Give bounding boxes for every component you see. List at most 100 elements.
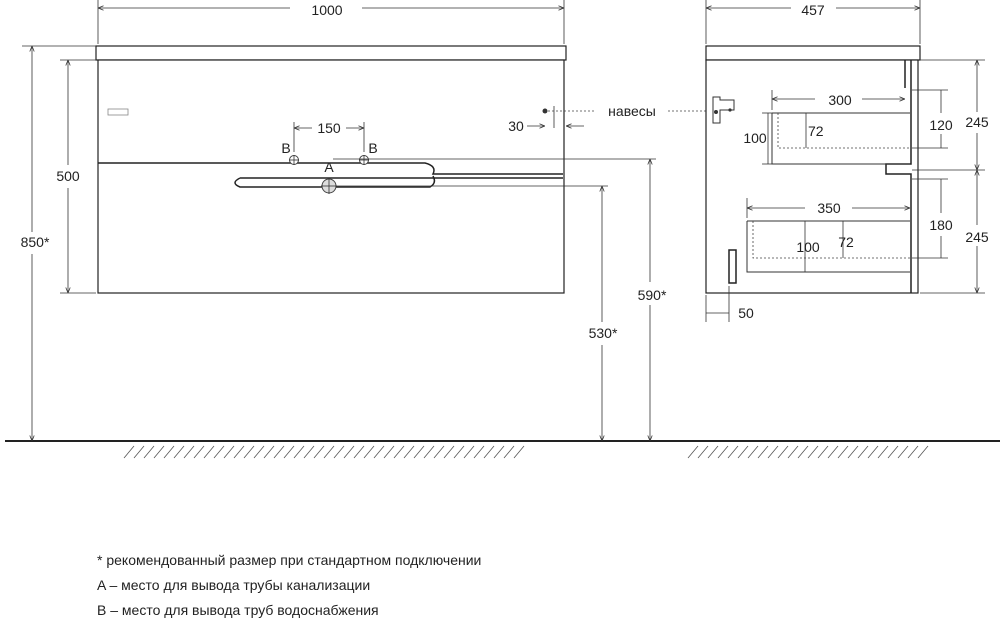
floor-hatch-line bbox=[423, 445, 435, 459]
floor-hatch-line bbox=[887, 445, 899, 459]
floor-hatch-line bbox=[917, 445, 929, 459]
front-cabinet-body bbox=[97, 59, 565, 294]
floor-hatch-line bbox=[503, 445, 515, 459]
floor-hatch-line bbox=[263, 445, 275, 459]
floor-hatch-line bbox=[737, 445, 749, 459]
front-countertop bbox=[95, 45, 567, 61]
floor-hatch-line bbox=[383, 445, 395, 459]
floor-hatch-line bbox=[183, 445, 195, 459]
dim-upper-offset-label: 72 bbox=[808, 123, 824, 139]
floor-hatch-line bbox=[473, 445, 485, 459]
front-hinge-mark-right bbox=[542, 108, 548, 114]
floor-hatch-line bbox=[143, 445, 155, 459]
side-countertop bbox=[705, 45, 921, 61]
footnotes: * рекомендованный размер при стандартном… bbox=[97, 552, 797, 627]
floor-hatch-line bbox=[817, 445, 829, 459]
floor-hatch-line bbox=[253, 445, 265, 459]
dim-upper-inner-label: 100 bbox=[743, 130, 767, 146]
floor-hatch-line bbox=[303, 445, 315, 459]
front-view: 1000 500 850* 150 B B A 30 bbox=[21, 0, 712, 441]
floor-hatch-line bbox=[717, 445, 729, 459]
floor-hatch-line bbox=[193, 445, 205, 459]
pipe-b-left-label: B bbox=[281, 140, 290, 156]
floor-hatch-line bbox=[897, 445, 909, 459]
floor-hatch-line bbox=[283, 445, 295, 459]
floor-hatch-line bbox=[353, 445, 365, 459]
floor-hatch-line bbox=[687, 445, 699, 459]
floor-hatch-line bbox=[233, 445, 245, 459]
floor-hatch-line bbox=[777, 445, 789, 459]
dim-lower-drawer-height-label: 245 bbox=[965, 229, 989, 245]
lower-drawer-front bbox=[728, 249, 737, 284]
side-hinge bbox=[712, 96, 735, 124]
dim-lower-depth-label: 350 bbox=[817, 200, 841, 216]
floor-hatch-line bbox=[807, 445, 819, 459]
floor-hatch-line bbox=[907, 445, 919, 459]
hinges-label: навесы bbox=[608, 103, 656, 119]
floor-hatch-line bbox=[433, 445, 445, 459]
side-view: 457 300 350 100 72 100 72 120 bbox=[705, 0, 989, 322]
dim-lower-offset-label: 72 bbox=[838, 234, 854, 250]
footnote-water: B – место для вывода труб водоснабжения bbox=[97, 602, 379, 618]
dim-upper-depth-label: 300 bbox=[828, 92, 852, 108]
floor-hatch-line bbox=[223, 445, 235, 459]
dim-lower-clear-label: 180 bbox=[929, 217, 953, 233]
dim-lower-inner-label: 100 bbox=[796, 239, 820, 255]
floor-hatch-line bbox=[313, 445, 325, 459]
pipe-b-right-label: B bbox=[368, 140, 377, 156]
drawer-divider bbox=[98, 162, 563, 175]
dim-upper-clear-label: 120 bbox=[929, 117, 953, 133]
floor-hatch-line bbox=[697, 445, 709, 459]
dim-total-height-label: 850* bbox=[21, 234, 50, 250]
dim-body-height-label: 500 bbox=[56, 168, 80, 184]
floor-hatch-line bbox=[493, 445, 505, 459]
drain-a-label: A bbox=[324, 159, 334, 175]
footnote-recommended: * рекомендованный размер при стандартном… bbox=[97, 552, 482, 568]
floor-hatch-line bbox=[453, 445, 465, 459]
floor-hatch-line bbox=[757, 445, 769, 459]
floor-hatch-line bbox=[363, 445, 375, 459]
floor-hatch-line bbox=[273, 445, 285, 459]
footnote-drain: A – место для вывода трубы канализации bbox=[97, 577, 371, 593]
dim-width-label: 1000 bbox=[311, 2, 342, 18]
floor-hatch-line bbox=[767, 445, 779, 459]
floor-hatch-line bbox=[727, 445, 739, 459]
dim-pipe-spacing-label: 150 bbox=[317, 120, 341, 136]
floor-hatch-line bbox=[483, 445, 495, 459]
dim-530-label: 530* bbox=[589, 325, 618, 341]
dim-upper-drawer-height-label: 245 bbox=[965, 114, 989, 130]
floor-hatch-line bbox=[867, 445, 879, 459]
floor-hatch-line bbox=[747, 445, 759, 459]
floor-hatch-line bbox=[403, 445, 415, 459]
floor-hatch-line bbox=[837, 445, 849, 459]
dim-bottom-offset-label: 50 bbox=[738, 305, 754, 321]
floor-hatch-line bbox=[343, 445, 355, 459]
floor-hatch-right bbox=[687, 445, 929, 459]
floor-hatch-left bbox=[123, 445, 525, 459]
floor-hatch-line bbox=[877, 445, 889, 459]
floor-hatch-line bbox=[293, 445, 305, 459]
floor-hatch-line bbox=[443, 445, 455, 459]
front-hinge-mark-left bbox=[107, 108, 129, 116]
floor-hatch-line bbox=[373, 445, 385, 459]
floor-hatch-line bbox=[787, 445, 799, 459]
floor-hatch-line bbox=[393, 445, 405, 459]
floor-hatch-line bbox=[173, 445, 185, 459]
floor bbox=[5, 440, 1000, 459]
floor-hatch-line bbox=[133, 445, 145, 459]
floor-hatch-line bbox=[333, 445, 345, 459]
floor-hatch-line bbox=[323, 445, 335, 459]
floor-hatch-line bbox=[857, 445, 869, 459]
floor-hatch-line bbox=[797, 445, 809, 459]
dim-hinge-offset-label: 30 bbox=[508, 118, 524, 134]
floor-hatch-line bbox=[163, 445, 175, 459]
dim-590-label: 590* bbox=[638, 287, 667, 303]
dim-depth-label: 457 bbox=[801, 2, 825, 18]
floor-hatch-line bbox=[203, 445, 215, 459]
floor-hatch-line bbox=[243, 445, 255, 459]
floor-hatch-line bbox=[123, 445, 135, 459]
floor-hatch-line bbox=[707, 445, 719, 459]
floor-hatch-line bbox=[153, 445, 165, 459]
floor-hatch-line bbox=[213, 445, 225, 459]
